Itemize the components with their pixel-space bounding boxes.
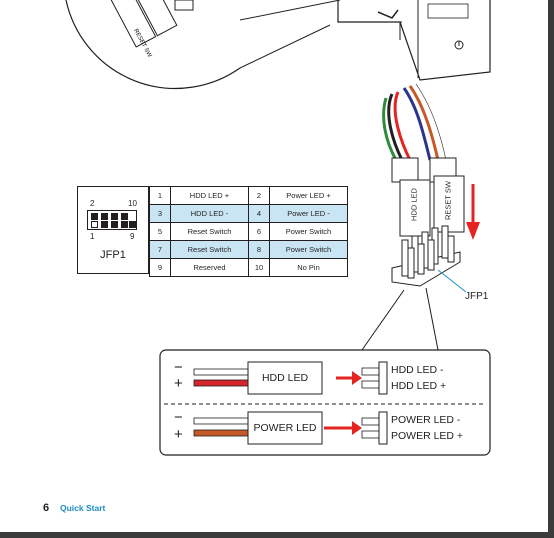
section-title: Quick Start: [60, 503, 106, 513]
pin-function-cell: Reset Switch: [170, 240, 249, 259]
power-led-box: [247, 411, 323, 445]
jfp1-header-label: JFP1: [465, 291, 489, 302]
plug-label-hdd-led: HDD LED: [409, 188, 419, 221]
hdd-plus-sign: +: [174, 375, 183, 392]
power-led-label: POWER LED: [253, 422, 317, 434]
pin-function-cell: No Pin: [269, 258, 348, 277]
pin-function-cell: HDD LED -: [170, 204, 249, 223]
zoom-plug-left: [92, 0, 178, 48]
pin-number-cell: 10: [248, 258, 270, 277]
hdd-minus-sign: −: [174, 359, 183, 376]
power-led-plus-label: POWER LED +: [391, 430, 464, 442]
pin-number-1: 1: [90, 232, 95, 241]
pin-number-cell: 6: [248, 222, 270, 241]
plug-label-reset-sw: RESET SW: [443, 180, 453, 221]
power-led-minus-label: POWER LED -: [391, 414, 461, 426]
pin-grid: [87, 210, 137, 230]
hdd-led-box: [247, 361, 323, 395]
hdd-led-label: HDD LED: [261, 372, 309, 384]
pin-function-cell: Power Switch: [269, 222, 348, 241]
power-minus-sign: −: [174, 409, 183, 426]
jfp1-pinout-diagram: 2 10 1 9 JFP1: [77, 186, 149, 274]
pc-case: [337, 0, 491, 81]
pin-number-cell: 5: [149, 222, 171, 241]
pin-function-cell: HDD LED +: [170, 186, 249, 205]
pin-number-cell: 8: [248, 240, 270, 259]
pin-number-cell: 9: [149, 258, 171, 277]
pin-number-cell: 4: [248, 204, 270, 223]
hdd-led-minus-label: HDD LED -: [391, 364, 444, 376]
page-number: 6: [43, 502, 50, 514]
hdd-led-plus-label: HDD LED +: [391, 380, 447, 392]
pin-function-cell: Power Switch: [269, 240, 348, 259]
led-callout-box: [159, 349, 491, 456]
jfp1-label: JFP1: [100, 249, 126, 261]
pin-number-cell: 7: [149, 240, 171, 259]
frame-border-right: [548, 0, 554, 538]
zoom-circle: [65, 0, 241, 90]
pin-number-cell: 1: [149, 186, 171, 205]
power-plus-sign: +: [174, 426, 183, 443]
pin-number-cell: 3: [149, 204, 171, 223]
pin-number-cell: 2: [248, 186, 270, 205]
pin-function-cell: Power LED -: [269, 204, 348, 223]
pin-function-cell: Reset Switch: [170, 222, 249, 241]
pin-number-10: 10: [128, 199, 137, 208]
connector-plugs: [391, 157, 465, 237]
pin-function-cell: Reserved: [170, 258, 249, 277]
pin-number-2: 2: [90, 199, 95, 208]
pin-number-9: 9: [130, 232, 135, 241]
frame-border-bottom: [0, 532, 554, 538]
pin-function-cell: Power LED +: [269, 186, 348, 205]
jfp1-header: [391, 225, 461, 287]
